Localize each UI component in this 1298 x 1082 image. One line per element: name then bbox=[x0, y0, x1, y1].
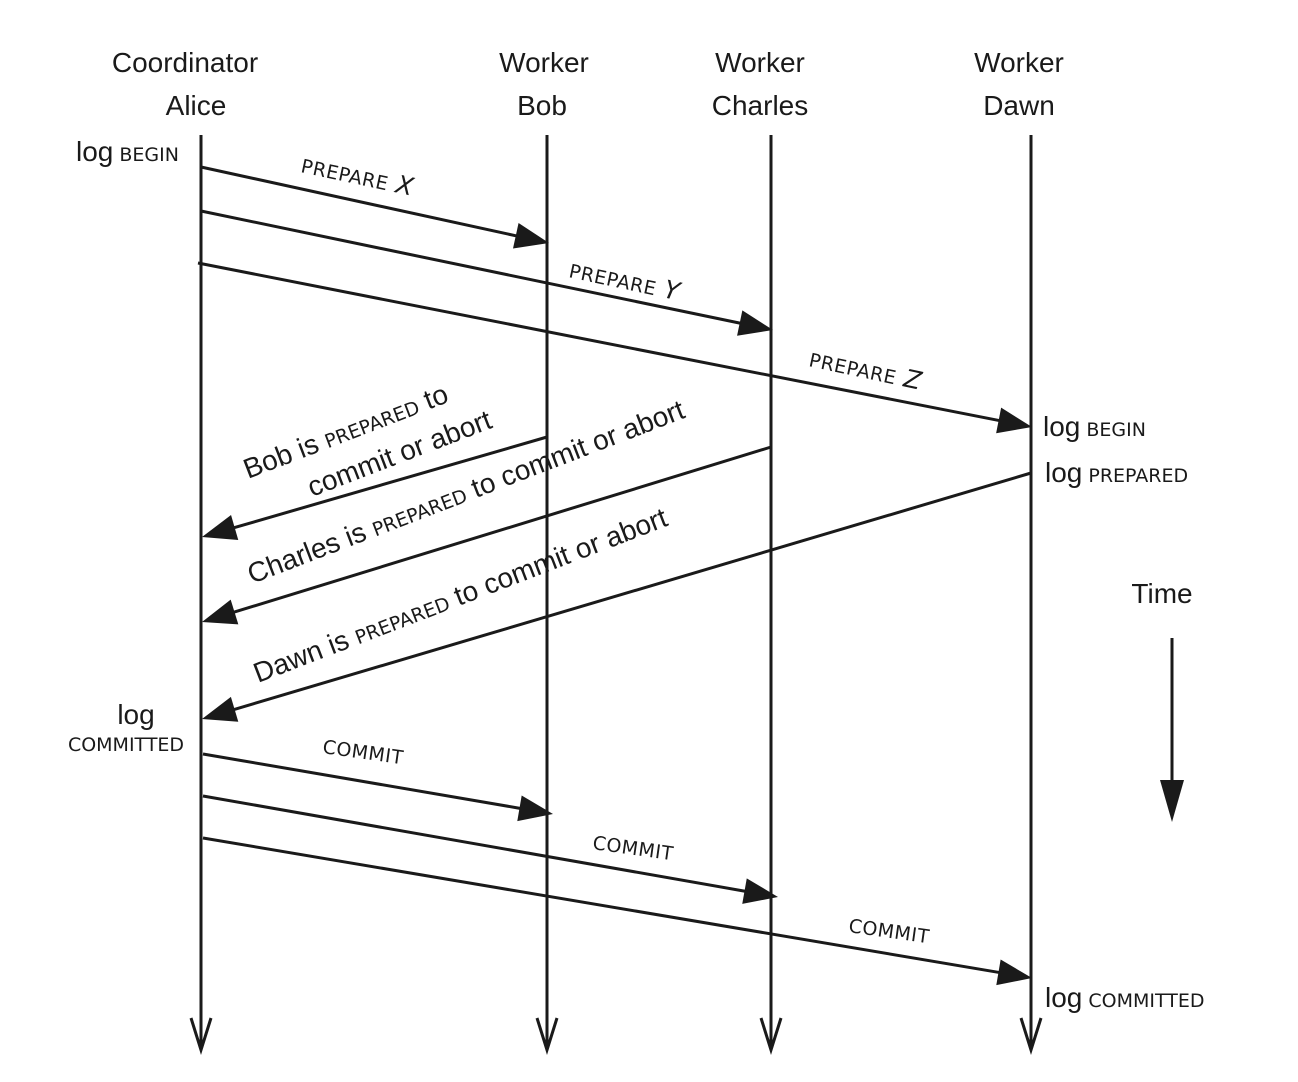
arrow-dawn-prepared bbox=[202, 471, 1032, 722]
alice-log-committed-word: COMMITTED bbox=[68, 734, 184, 756]
participant-role: Worker bbox=[499, 47, 589, 78]
message-arrows bbox=[197, 165, 1032, 986]
participant-name: Dawn bbox=[983, 90, 1055, 121]
arrow-prepare-dawn bbox=[197, 261, 1032, 434]
lifeline-charles bbox=[759, 135, 783, 1056]
participant-name: Alice bbox=[166, 90, 227, 121]
commit-dawn-label: COMMIT bbox=[847, 915, 930, 948]
dawn-prepared-label: Dawn is PREPARED to commit or abort bbox=[249, 502, 672, 689]
participant-bob-header: Worker Bob bbox=[499, 47, 589, 121]
participant-role: Coordinator bbox=[112, 47, 258, 78]
participant-role: Worker bbox=[974, 47, 1064, 78]
arrow-commit-charles bbox=[202, 794, 778, 904]
participant-name: Charles bbox=[712, 90, 808, 121]
time-label: Time bbox=[1131, 578, 1192, 609]
participant-dawn-header: Worker Dawn bbox=[974, 47, 1064, 121]
participant-role: Worker bbox=[715, 47, 805, 78]
participant-charles-header: Worker Charles bbox=[712, 47, 808, 121]
arrow-commit-bob bbox=[202, 752, 553, 822]
lifeline-bob bbox=[535, 135, 559, 1056]
arrow-commit-dawn bbox=[202, 836, 1032, 986]
arrow-bob-prepared bbox=[202, 435, 548, 541]
arrow-prepare-charles bbox=[200, 209, 773, 336]
alice-log-committed-log: log bbox=[117, 699, 154, 730]
time-arrow bbox=[1160, 638, 1184, 822]
commit-charles-label: COMMIT bbox=[591, 832, 674, 865]
arrow-prepare-bob bbox=[200, 165, 549, 249]
participant-name: Bob bbox=[517, 90, 567, 121]
lifeline-dawn bbox=[1019, 135, 1043, 1056]
lifeline-alice bbox=[189, 135, 213, 1056]
commit-bob-label: COMMIT bbox=[321, 736, 404, 769]
arrow-charles-prepared bbox=[202, 445, 772, 625]
participant-alice-header: Coordinator Alice bbox=[112, 47, 258, 121]
